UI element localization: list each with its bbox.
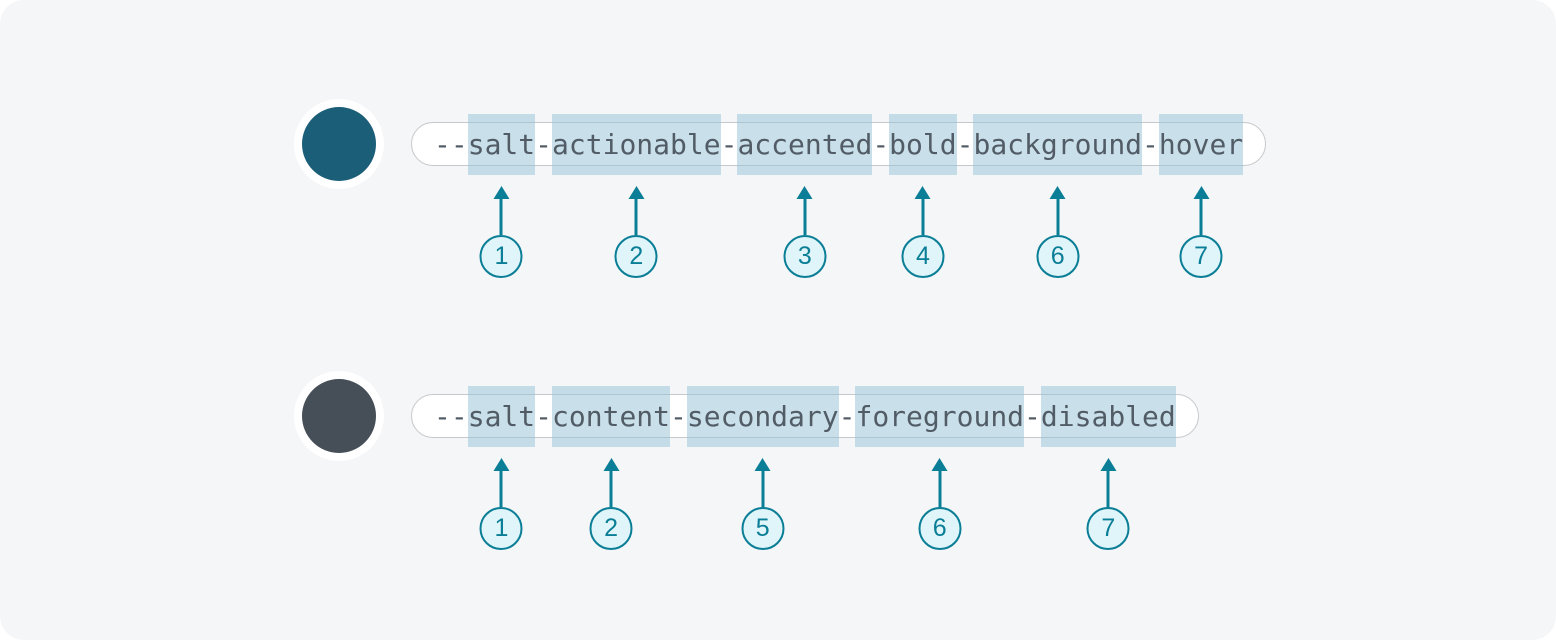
badge-number: 1 [494, 242, 509, 270]
numbered-badge: 6 [1036, 235, 1080, 278]
arrow-line [761, 471, 765, 507]
swatch-color-circle [302, 379, 376, 453]
up-arrow-icon [628, 186, 645, 199]
token-pill: --salt-content-secondary-foreground-disa… [411, 385, 1199, 447]
callout: 2 [614, 186, 658, 278]
up-arrow-icon [1100, 458, 1117, 471]
token-segment-highlighted: disabled [1040, 385, 1176, 447]
numbered-badge: 2 [589, 507, 633, 550]
numbered-badge: 5 [741, 507, 785, 550]
token-segment: -- [434, 399, 468, 433]
numbered-badge: 1 [479, 507, 523, 550]
arrow-line [803, 199, 807, 235]
badge-number: 2 [629, 242, 644, 270]
up-arrow-icon [914, 186, 931, 199]
token-segment-highlighted: hover [1158, 113, 1244, 175]
arrow-line [1106, 471, 1110, 507]
badge-number: 6 [1050, 242, 1065, 270]
token-row: --salt-content-secondary-foreground-disa… [0, 371, 1556, 550]
token-segment: - [872, 127, 890, 161]
arrow-line [938, 471, 942, 507]
token-segment-highlighted: salt [467, 113, 536, 175]
arrow-line [1056, 199, 1060, 235]
badge-number: 6 [932, 514, 947, 542]
token-segment: - [956, 127, 974, 161]
token-segment: -- [434, 127, 468, 161]
badge-number: 5 [755, 514, 770, 542]
token-segment: - [1142, 127, 1159, 161]
token-segment: - [535, 399, 553, 433]
callout: 3 [783, 186, 827, 278]
up-arrow-icon [493, 186, 510, 199]
arrow-line [499, 471, 503, 507]
token-segment-highlighted: actionable [552, 113, 721, 175]
callout: 2 [589, 458, 633, 550]
token-segment: - [1024, 399, 1041, 433]
numbered-badge: 2 [614, 235, 658, 278]
gray-color-swatch [294, 371, 384, 461]
badge-number: 1 [494, 514, 509, 542]
badge-number: 3 [797, 242, 812, 270]
up-arrow-icon [1049, 186, 1066, 199]
token-pill: --salt-actionable-accented-bold-backgrou… [411, 113, 1267, 175]
token-segment: - [720, 127, 738, 161]
callout: 5 [741, 458, 785, 550]
up-arrow-icon [1193, 186, 1210, 199]
arrow-line [921, 199, 925, 235]
token-segment-highlighted: bold [889, 113, 957, 175]
arrow-line [609, 471, 613, 507]
token-segment: - [535, 127, 553, 161]
up-arrow-icon [603, 458, 620, 471]
badge-number: 7 [1194, 242, 1208, 270]
teal-color-swatch [294, 99, 384, 189]
token-segment: - [838, 399, 856, 433]
badge-number: 4 [915, 242, 930, 270]
arrow-line [1199, 199, 1203, 235]
callout: 6 [918, 458, 962, 550]
token-segment-highlighted: background [973, 113, 1143, 175]
up-arrow-icon [493, 458, 510, 471]
numbered-badge: 7 [1086, 507, 1130, 550]
callout: 1 [479, 458, 523, 550]
callout: 1 [479, 186, 523, 278]
badge-number: 7 [1101, 514, 1116, 542]
arrow-line [499, 199, 503, 235]
token-text: --salt-actionable-accented-bold-backgrou… [434, 113, 1244, 175]
callout: 7 [1179, 186, 1223, 278]
badge-number: 2 [604, 514, 618, 542]
token-segment-highlighted: salt [467, 385, 536, 447]
numbered-badge: 1 [479, 235, 523, 278]
token-segment-highlighted: content [552, 385, 671, 447]
callout: 4 [901, 186, 945, 278]
up-arrow-icon [754, 458, 771, 471]
up-arrow-icon [796, 186, 813, 199]
token-row: --salt-actionable-accented-bold-backgrou… [0, 99, 1556, 278]
token-segment-highlighted: foreground [855, 385, 1025, 447]
token-text: --salt-content-secondary-foreground-disa… [434, 385, 1176, 447]
arrow-line [634, 199, 638, 235]
numbered-badge: 7 [1179, 235, 1223, 278]
swatch-color-circle [302, 107, 376, 181]
token-segment-highlighted: accented [737, 113, 873, 175]
numbered-badge: 6 [918, 507, 962, 550]
numbered-badge: 3 [783, 235, 827, 278]
up-arrow-icon [931, 458, 948, 471]
numbered-badge: 4 [901, 235, 945, 278]
callout: 7 [1086, 458, 1130, 550]
token-segment-highlighted: secondary [686, 385, 839, 447]
token-segment: - [670, 399, 687, 433]
callout: 6 [1036, 186, 1080, 278]
